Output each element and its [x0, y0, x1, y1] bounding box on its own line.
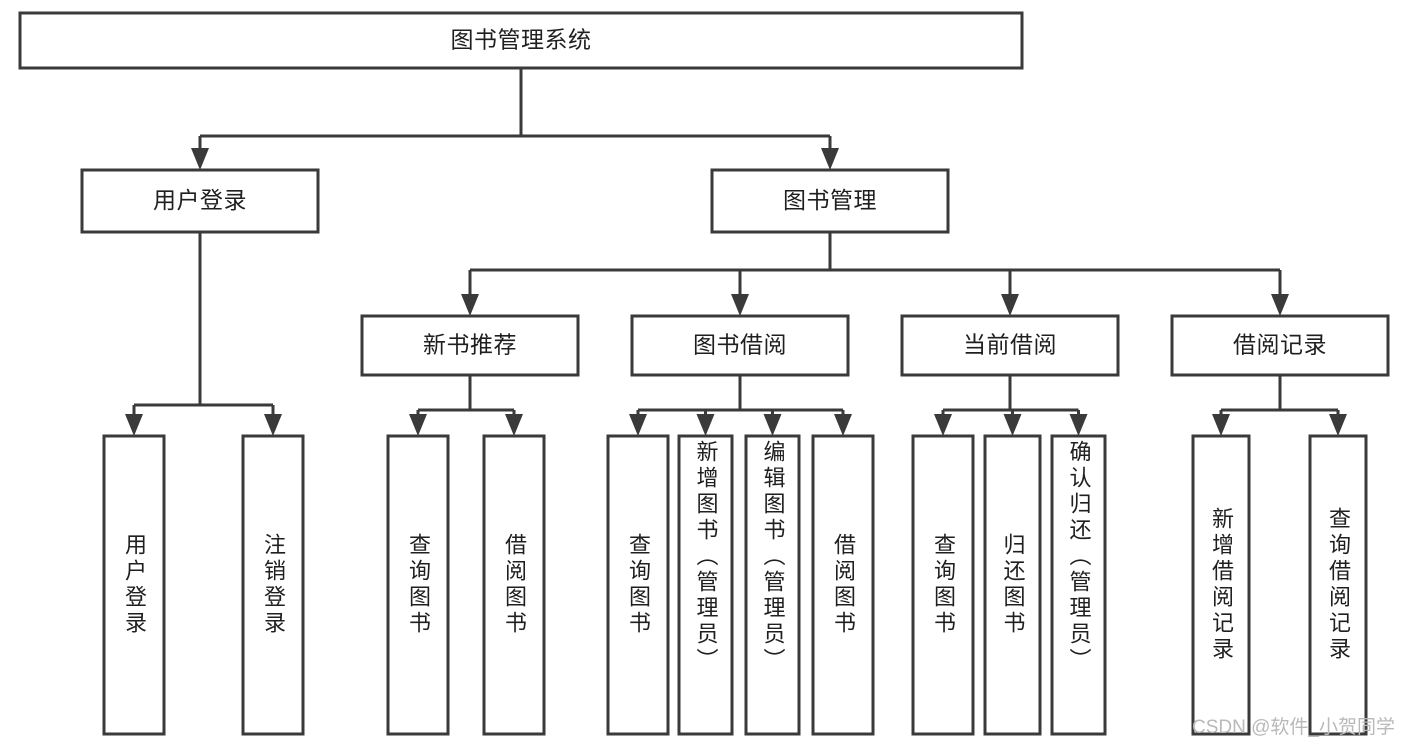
node-label-vertical: 新增图书（管理员）: [679, 436, 732, 734]
node-book-manage[interactable]: [710, 168, 950, 234]
node-user-login[interactable]: [80, 168, 320, 234]
node-label: 注销登录: [261, 533, 286, 637]
node-label-vertical: 查询图书: [608, 436, 668, 734]
arrow-head-icon: [1212, 414, 1230, 436]
arrow-head-icon: [125, 414, 143, 436]
node-leaf-edit-book-admin[interactable]: [744, 434, 801, 736]
node-label-vertical: 编辑图书（管理员）: [746, 436, 799, 734]
node-label: 归还图书: [1000, 533, 1026, 637]
node-label-vertical: 查询借阅记录: [1310, 436, 1366, 734]
node-label: 用户登录: [122, 533, 147, 637]
connector-layer: [125, 68, 1347, 436]
node-label: 图书借阅: [693, 332, 787, 358]
node-leaf-query-borrow-record[interactable]: [1308, 434, 1368, 736]
arrow-head-icon: [834, 414, 852, 436]
node-leaf-borrow-book-recommend[interactable]: [482, 434, 546, 736]
node-label: 新增借阅记录: [1209, 507, 1234, 663]
arrow-head-icon: [1271, 294, 1289, 316]
node-label-vertical: 注销登录: [243, 436, 303, 734]
arrow-head-icon: [821, 148, 839, 170]
node-label-vertical: 借阅图书: [484, 436, 544, 734]
node-label: 图书管理系统: [451, 27, 592, 53]
arrow-head-icon: [629, 414, 647, 436]
node-root-root[interactable]: [18, 11, 1024, 70]
node-label: 查询借阅记录: [1326, 507, 1351, 663]
node-label-vertical: 用户登录: [104, 436, 164, 734]
arrow-head-icon: [731, 294, 749, 316]
arrow-head-icon: [763, 414, 782, 436]
node-label-vertical: 借阅图书: [813, 436, 873, 734]
node-label-vertical: 确认归还（管理员）: [1052, 436, 1105, 734]
node-leaf-return-book[interactable]: [983, 434, 1042, 736]
node-label-vertical: 归还图书: [985, 436, 1040, 734]
arrow-head-icon: [1069, 414, 1088, 436]
node-label-vertical: 新增借阅记录: [1193, 436, 1249, 734]
arrow-head-icon: [1003, 414, 1022, 436]
arrow-head-icon: [461, 294, 479, 316]
node-leaf-logout-login[interactable]: [241, 434, 305, 736]
node-new-book-recommend[interactable]: [360, 314, 580, 377]
arrow-head-icon: [696, 414, 715, 436]
node-label: 借阅记录: [1233, 332, 1327, 358]
node-leaf-confirm-return-admin[interactable]: [1050, 434, 1107, 736]
arrow-head-icon: [264, 414, 282, 436]
node-leaf-borrow-book[interactable]: [811, 434, 875, 736]
node-label: 用户登录: [153, 187, 247, 213]
node-borrow-record[interactable]: [1170, 314, 1390, 377]
node-leaf-query-book-recommend[interactable]: [386, 434, 450, 736]
node-label: 查询图书: [626, 533, 651, 637]
node-label: 查询图书: [406, 533, 431, 637]
node-label: 新增图书（管理员）: [693, 440, 719, 674]
arrow-head-icon: [934, 414, 952, 436]
node-leaf-query-book-borrow[interactable]: [606, 434, 670, 736]
node-label: 当前借阅: [963, 332, 1057, 358]
node-label: 确认归还（管理员）: [1066, 440, 1092, 674]
node-label: 图书管理: [783, 187, 877, 213]
node-leaf-query-book-current[interactable]: [911, 434, 975, 736]
node-label: 借阅图书: [831, 533, 856, 637]
node-book-borrow[interactable]: [630, 314, 850, 377]
node-leaf-add-borrow-record[interactable]: [1191, 434, 1251, 736]
csdn-watermark: CSDN @软件_小贺同学: [1192, 717, 1395, 738]
node-label: 查询图书: [931, 533, 956, 637]
node-label: 新书推荐: [423, 332, 517, 358]
arrow-head-icon: [505, 414, 523, 436]
arrow-head-icon: [1329, 414, 1347, 436]
node-label-vertical: 查询图书: [388, 436, 448, 734]
node-leaf-add-book-admin[interactable]: [677, 434, 734, 736]
node-current-borrow[interactable]: [900, 314, 1120, 377]
node-leaf-user-login[interactable]: [102, 434, 166, 736]
arrow-head-icon: [1001, 294, 1019, 316]
arrow-head-icon: [409, 414, 427, 436]
node-label-vertical: 查询图书: [913, 436, 973, 734]
node-label: 编辑图书（管理员）: [760, 440, 786, 674]
arrow-head-icon: [191, 148, 209, 170]
node-label: 借阅图书: [502, 533, 527, 637]
